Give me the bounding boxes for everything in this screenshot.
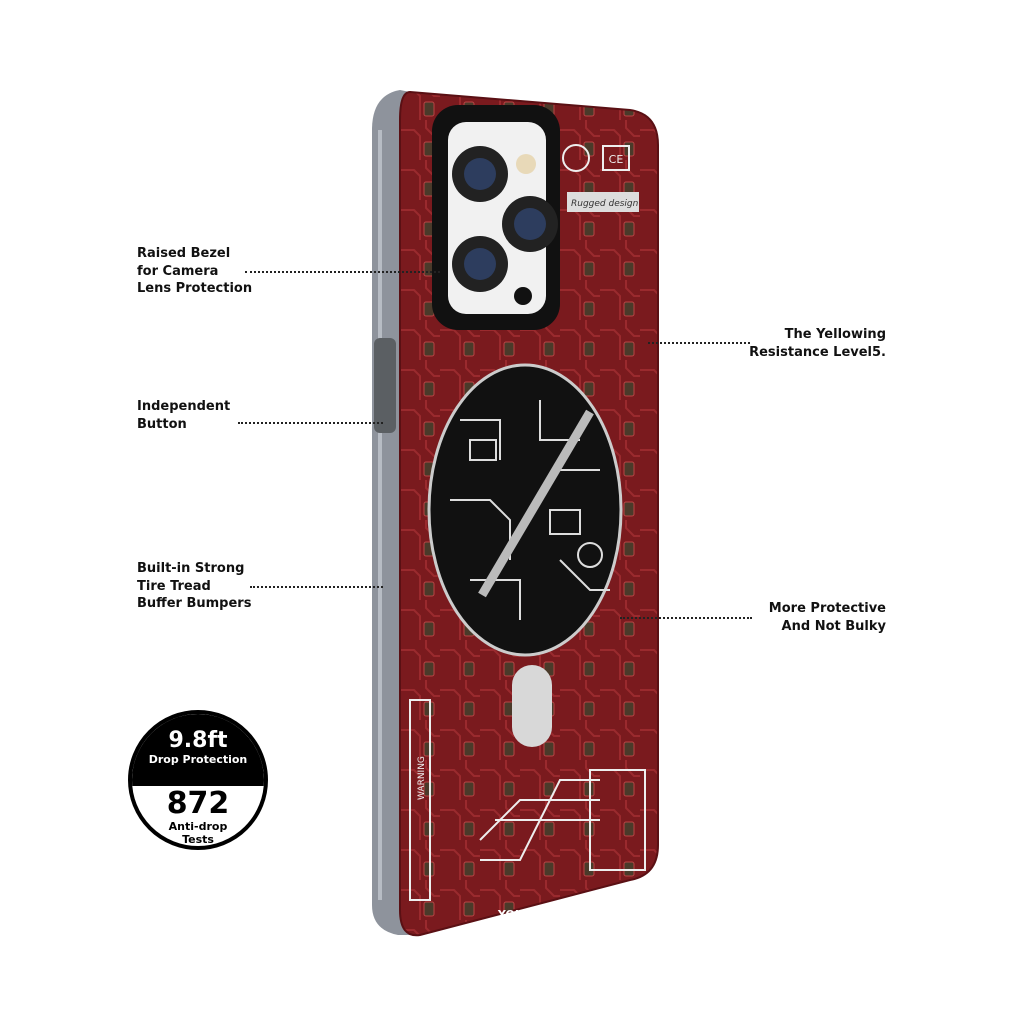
drop-protection-badge: 9.8ft Drop Protection 872 Anti-drop Test… [128, 710, 268, 850]
camera-lenses [452, 146, 558, 305]
callout-independent-button: Independent Button [137, 399, 231, 432]
ce-mark: CE [609, 153, 624, 166]
magsafe-arrow [478, 409, 594, 598]
callout-raised-bezel: Raised Bezel for Camera Lens Protection [137, 246, 253, 296]
callout-bumpers: Built-in Strong Tire Tread Buffer Bumper… [137, 561, 252, 611]
magsafe-ring [427, 363, 623, 657]
lanyard-slot [512, 665, 552, 747]
rugged-design-label: Rugged design [571, 199, 639, 209]
tests-count: 872 [166, 786, 230, 821]
brand-logo: YOUNGKIT [497, 908, 563, 921]
tests-label-2: Tests [182, 833, 214, 846]
callout-protective: More Protective And Not Bulky [768, 601, 886, 634]
leader-line [238, 422, 383, 424]
callout-yellowing: The Yellowing Resistance Level5. [749, 327, 886, 360]
drop-label: Drop Protection [148, 753, 248, 766]
drop-height: 9.8ft [168, 728, 228, 753]
tests-label-1: Anti-drop [168, 820, 228, 833]
leader-line [245, 271, 440, 273]
leader-line [648, 342, 750, 344]
leader-line [620, 617, 752, 619]
leader-line [250, 586, 383, 588]
side-button [374, 338, 396, 433]
warning-label: WARNING [417, 756, 427, 800]
